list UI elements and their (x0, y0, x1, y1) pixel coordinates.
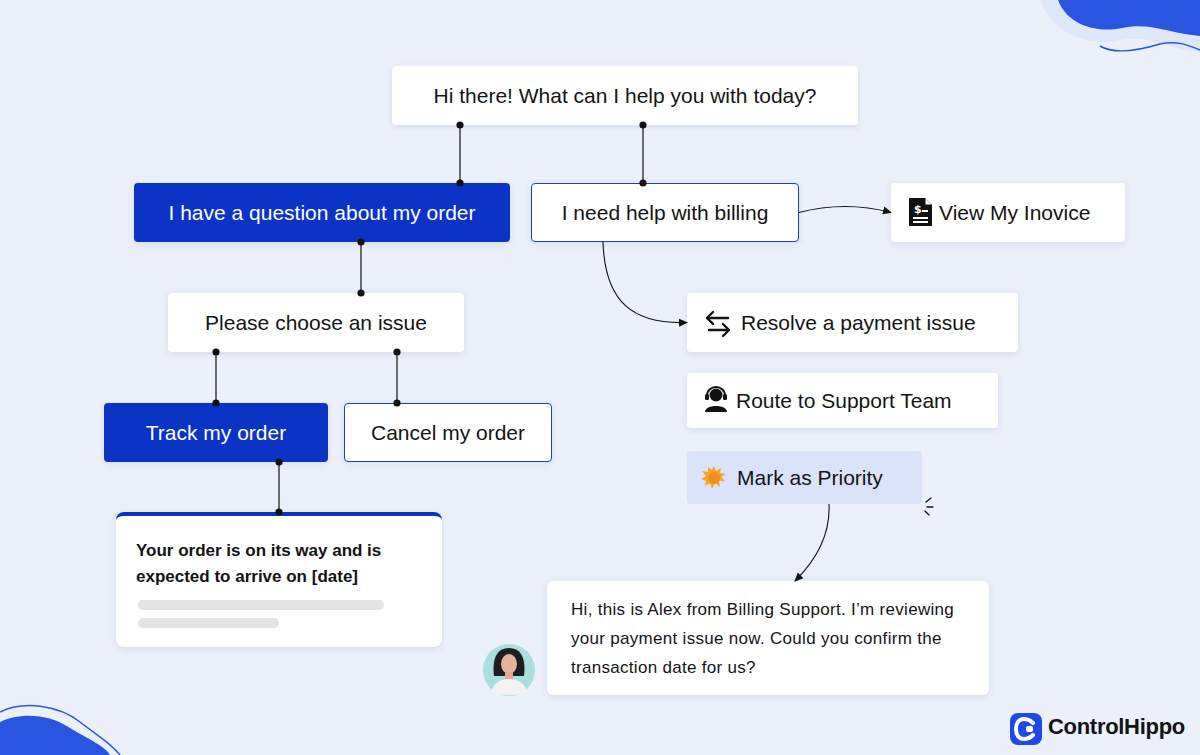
corner-wave (0, 706, 120, 755)
connector-dot (212, 399, 219, 406)
corner-wave (1100, 43, 1200, 51)
node-text: Hi there! What can I help you with today… (434, 84, 817, 108)
logo-mark (1010, 713, 1042, 745)
node-text: I have a question about my order (168, 201, 475, 225)
connector-dot (639, 121, 646, 128)
corner-blob (0, 716, 110, 755)
sparkle-lines (925, 498, 933, 515)
choice-box: I have a question about my order (134, 183, 510, 242)
connector-dot (639, 179, 646, 186)
swap-icon (707, 312, 729, 336)
connector (212, 348, 219, 406)
placeholder-bar (138, 600, 384, 610)
placeholder-bar (138, 618, 279, 628)
node-text: Resolve a payment issue (741, 311, 976, 335)
svg-text:$: $ (914, 203, 922, 216)
connector-line (799, 207, 891, 213)
connector-dot (357, 289, 364, 296)
connector-dot (357, 238, 364, 245)
connector (357, 238, 364, 296)
node-text: Your order is on its way and is expected… (136, 538, 406, 590)
action-box: View My Inovice (891, 183, 1125, 242)
chat-bubble: Hi, this is Alex from Billing Support. I… (547, 581, 989, 695)
sun-icon (701, 466, 726, 489)
connector (456, 121, 463, 186)
brand-name: ControlHippo (1048, 714, 1185, 740)
connector-dot (275, 508, 282, 515)
choice-box: Cancel my order (344, 403, 552, 462)
connector-line (642, 125, 643, 183)
connector-line (459, 125, 460, 183)
connector-line (603, 242, 687, 323)
connector (795, 504, 829, 581)
connector (799, 207, 891, 213)
action-box: Mark as Priority (687, 451, 922, 504)
connector-dot (275, 458, 282, 465)
connector (275, 458, 282, 515)
prompt-box: Hi there! What can I help you with today… (392, 66, 858, 125)
node-text: Hi, this is Alex from Billing Support. I… (571, 595, 976, 682)
node-text: Cancel my order (371, 421, 525, 445)
connector-dot (456, 179, 463, 186)
node-text: Please choose an issue (205, 311, 427, 335)
status-card: Your order is on its way and is expected… (116, 512, 442, 647)
connector-line (360, 242, 361, 293)
node-text: I need help with billing (562, 201, 769, 225)
connector-line (795, 504, 829, 581)
choice-box: I need help with billing (531, 183, 799, 242)
connector (393, 348, 400, 406)
prompt-box: Please choose an issue (168, 293, 464, 352)
node-text: Mark as Priority (737, 466, 883, 490)
connector-line (396, 352, 397, 403)
corner-blob (1058, 0, 1200, 36)
connector-dot (456, 121, 463, 128)
connector-line (278, 462, 279, 512)
choice-box: Track my order (104, 403, 328, 462)
connector-line (215, 352, 216, 403)
action-box: Route to Support Team (687, 373, 998, 428)
headset-icon (705, 387, 727, 412)
node-text: Track my order (146, 421, 286, 445)
agent-avatar (483, 644, 535, 696)
connector-dot (212, 348, 219, 355)
node-text: View My Inovice (939, 201, 1090, 225)
node-text: Route to Support Team (736, 389, 952, 413)
connector (603, 242, 687, 323)
invoice-icon: $ (909, 198, 932, 226)
action-box: Resolve a payment issue (687, 293, 1018, 352)
connector (639, 121, 646, 186)
connector-dot (393, 399, 400, 406)
corner-blob (1040, 0, 1200, 52)
connector-dot (393, 348, 400, 355)
